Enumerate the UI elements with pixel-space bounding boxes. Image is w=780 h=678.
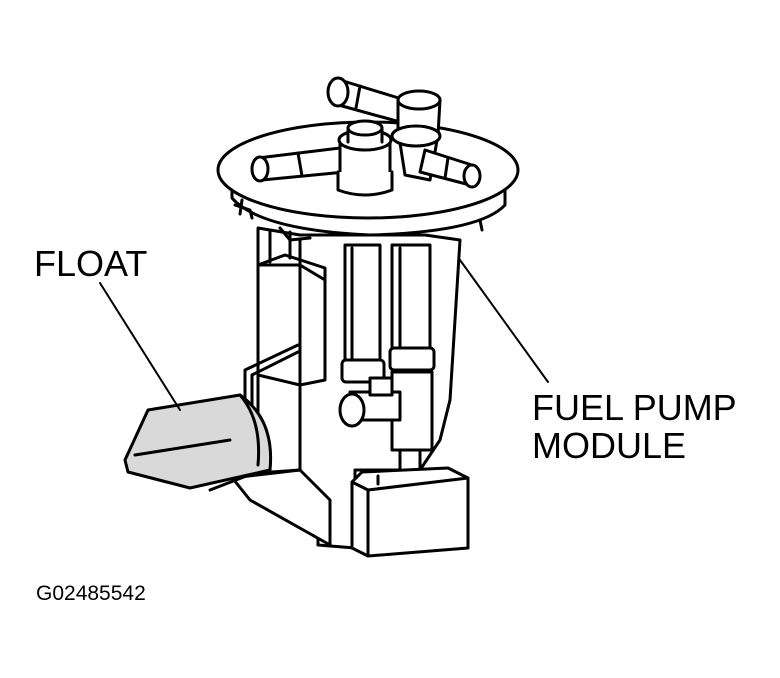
flange-fittings [250,76,482,197]
fuel-tubes [338,243,436,480]
float-body [123,393,273,490]
figure-id: G02485542 [36,582,146,605]
strainer-box [350,466,470,558]
fuel-pump-label: FUEL PUMP [532,387,737,428]
module-label: MODULE [532,425,686,466]
module-leader-line [459,259,549,383]
float-leader-line [99,282,181,411]
float-label: FLOAT [34,243,147,284]
